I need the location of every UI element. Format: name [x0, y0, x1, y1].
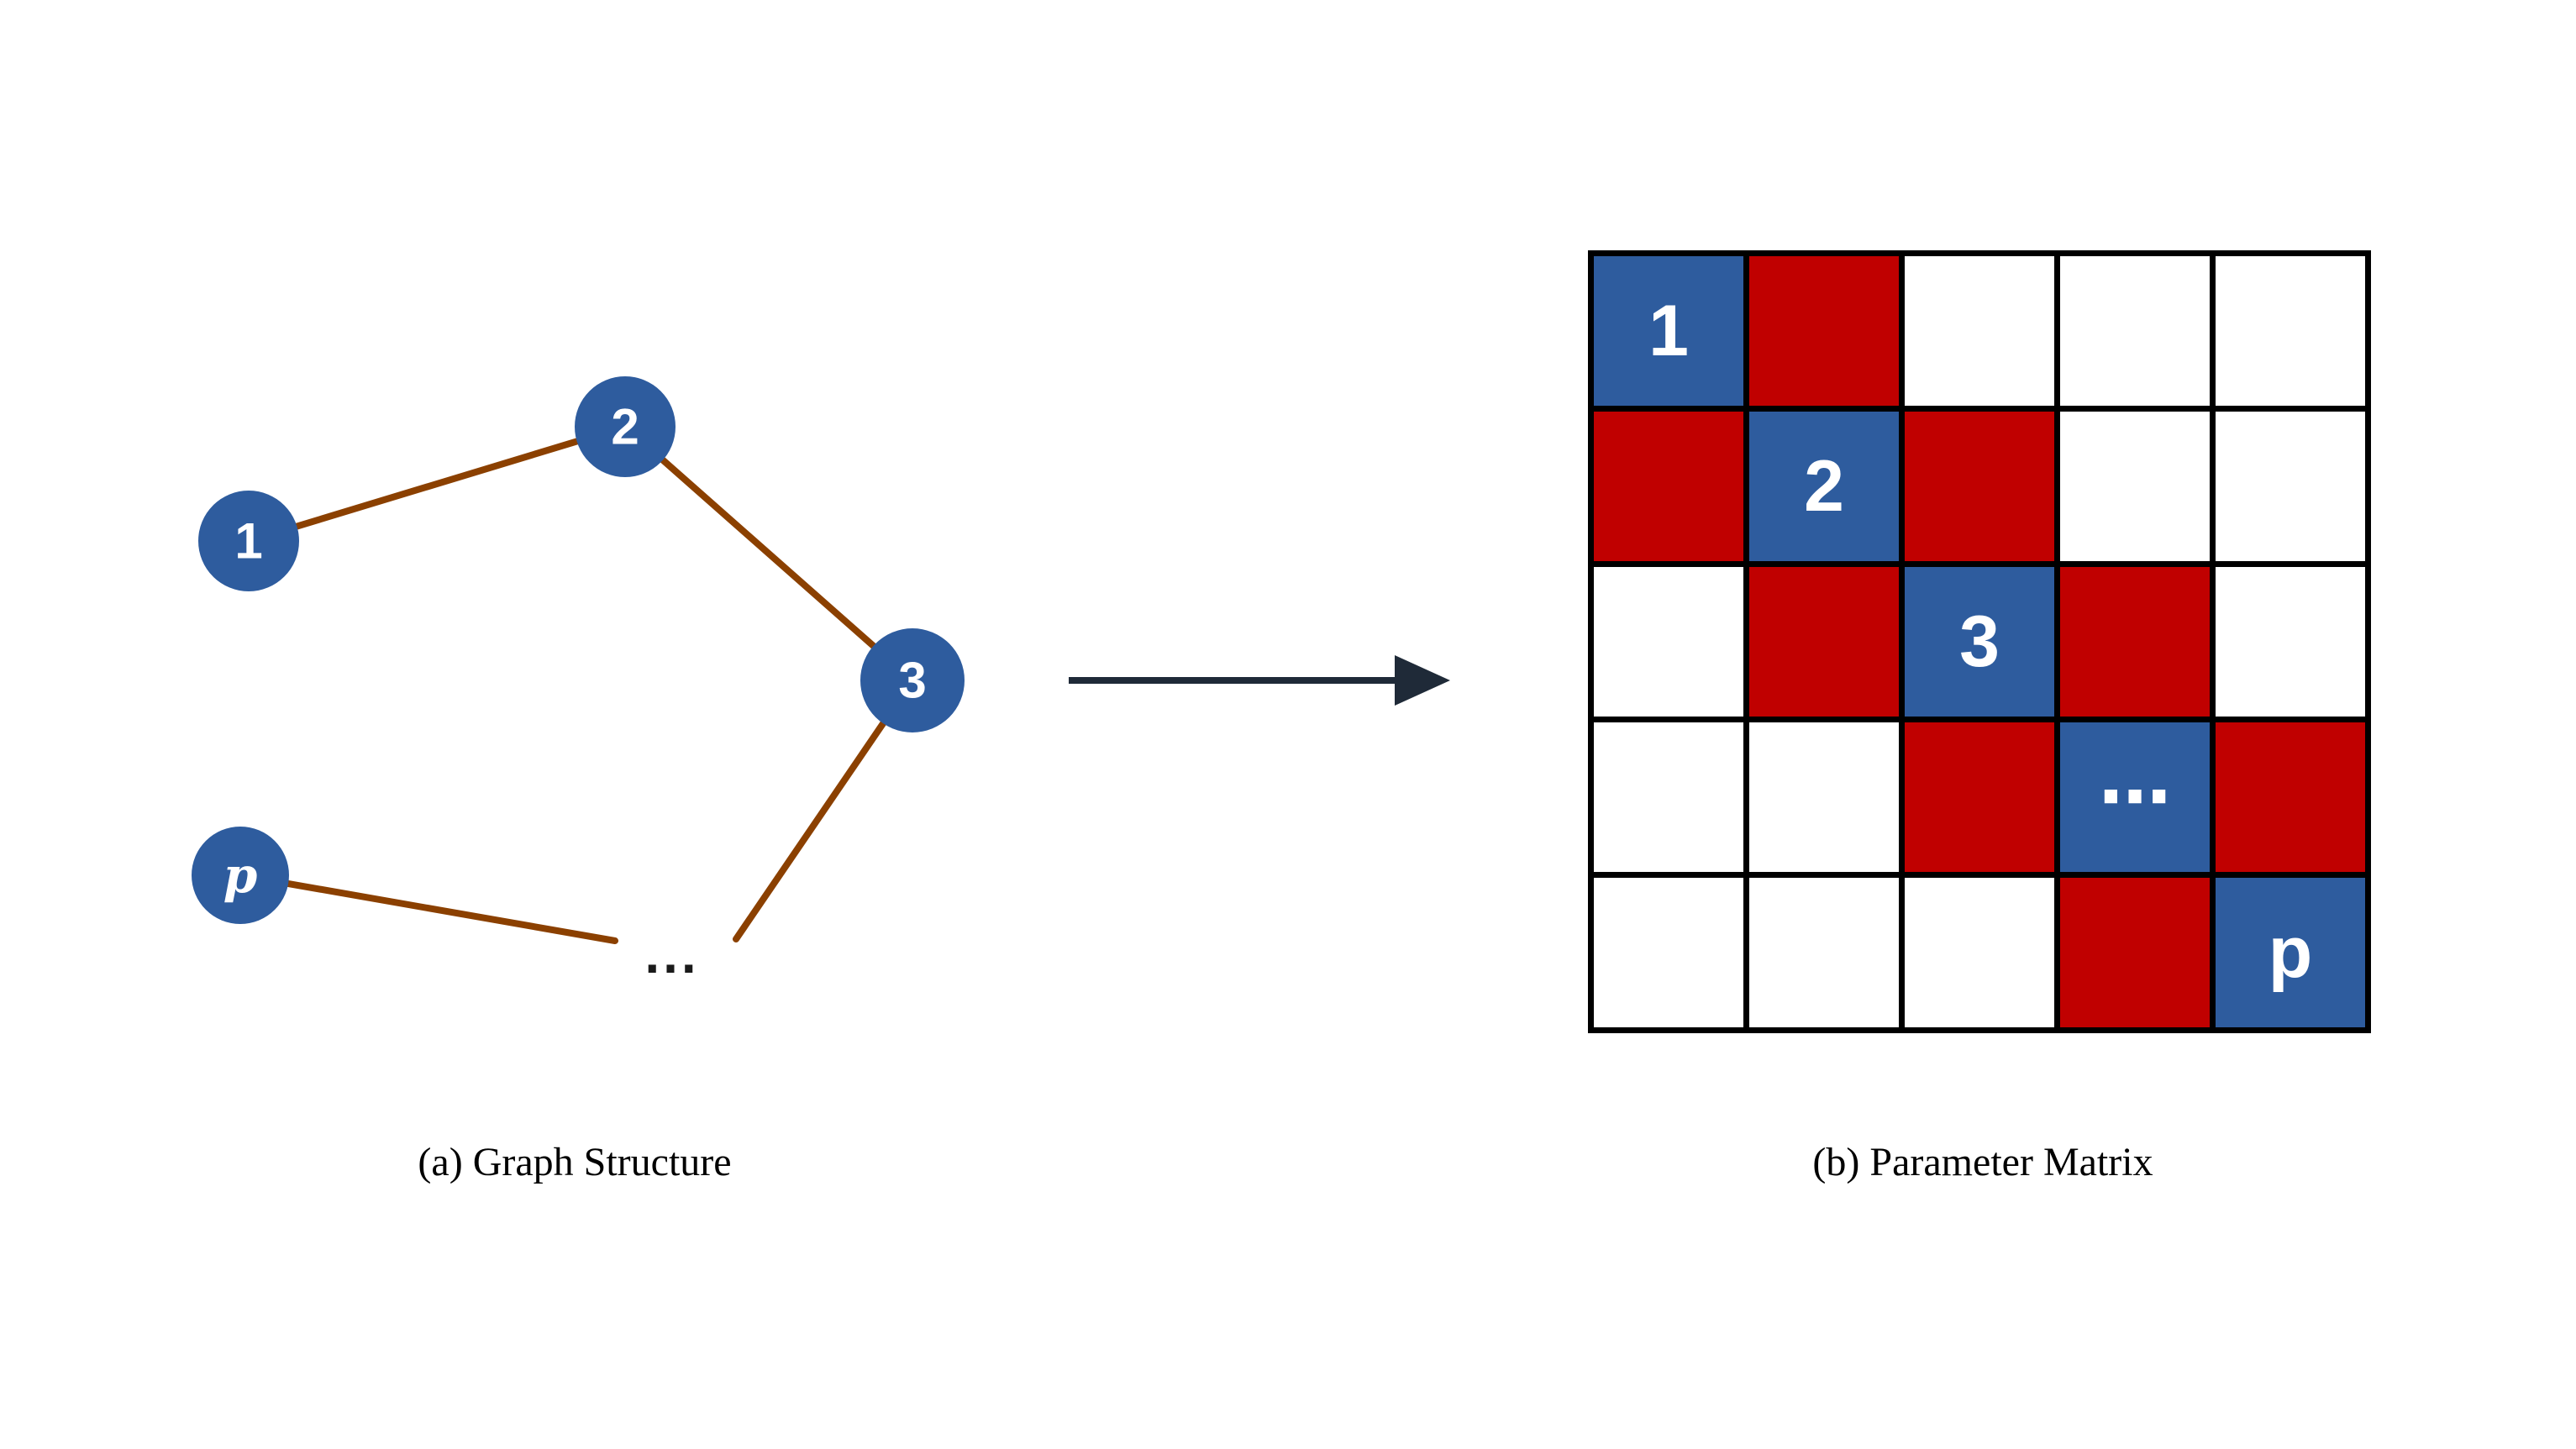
matrix-cell [1749, 567, 1899, 717]
graph-node-3-label: 3 [898, 653, 926, 709]
matrix-cell [2216, 722, 2365, 872]
mapping-arrow-icon [1069, 655, 1450, 706]
edge-p-ellipsis [237, 872, 618, 944]
edge-3-ellipsis [733, 677, 916, 942]
edge-1-2 [245, 423, 628, 544]
matrix-cell [1905, 722, 2054, 872]
graph-node-3 [860, 628, 965, 732]
matrix-cell [1594, 722, 1743, 872]
matrix-cell [1905, 256, 2054, 406]
matrix-cell [2060, 567, 2210, 717]
graph-node-2-label: 2 [611, 399, 639, 455]
matrix-diagonal-cell: 3 [1905, 567, 2054, 717]
matrix-cell [2216, 567, 2365, 717]
matrix-cell [1594, 567, 1743, 717]
matrix-cell [1905, 412, 2054, 561]
graph-node-1 [198, 491, 299, 591]
matrix-cell [1749, 722, 1899, 872]
matrix-cell [2216, 256, 2365, 406]
matrix-cell [1905, 878, 2054, 1027]
matrix-cell [1594, 412, 1743, 561]
caption-parameter-matrix: (b) Parameter Matrix [1812, 1140, 2153, 1184]
matrix-cell [2060, 256, 2210, 406]
caption-graph-structure: (a) Graph Structure [418, 1140, 732, 1184]
matrix-cell [1594, 878, 1743, 1027]
matrix-cell [2060, 412, 2210, 561]
matrix-cell [2216, 412, 2365, 561]
edge-2-3 [622, 423, 916, 684]
matrix-cell [2060, 878, 2210, 1027]
graph-node-p [192, 827, 289, 924]
matrix-diagonal-cell: 2 [1749, 412, 1899, 561]
matrix-diagonal-cell: ⋯ [2060, 722, 2210, 872]
graph-node-p-label: p [223, 847, 258, 904]
matrix-cell [1749, 878, 1899, 1027]
graph-node-1-label: 1 [234, 513, 262, 570]
matrix-diagonal-cell: 1 [1594, 256, 1743, 406]
matrix-diagonal-cell: p [2216, 878, 2365, 1027]
graph-node-2 [575, 376, 676, 477]
matrix-cell [1749, 256, 1899, 406]
graph-ellipsis-label: ... [644, 924, 699, 984]
